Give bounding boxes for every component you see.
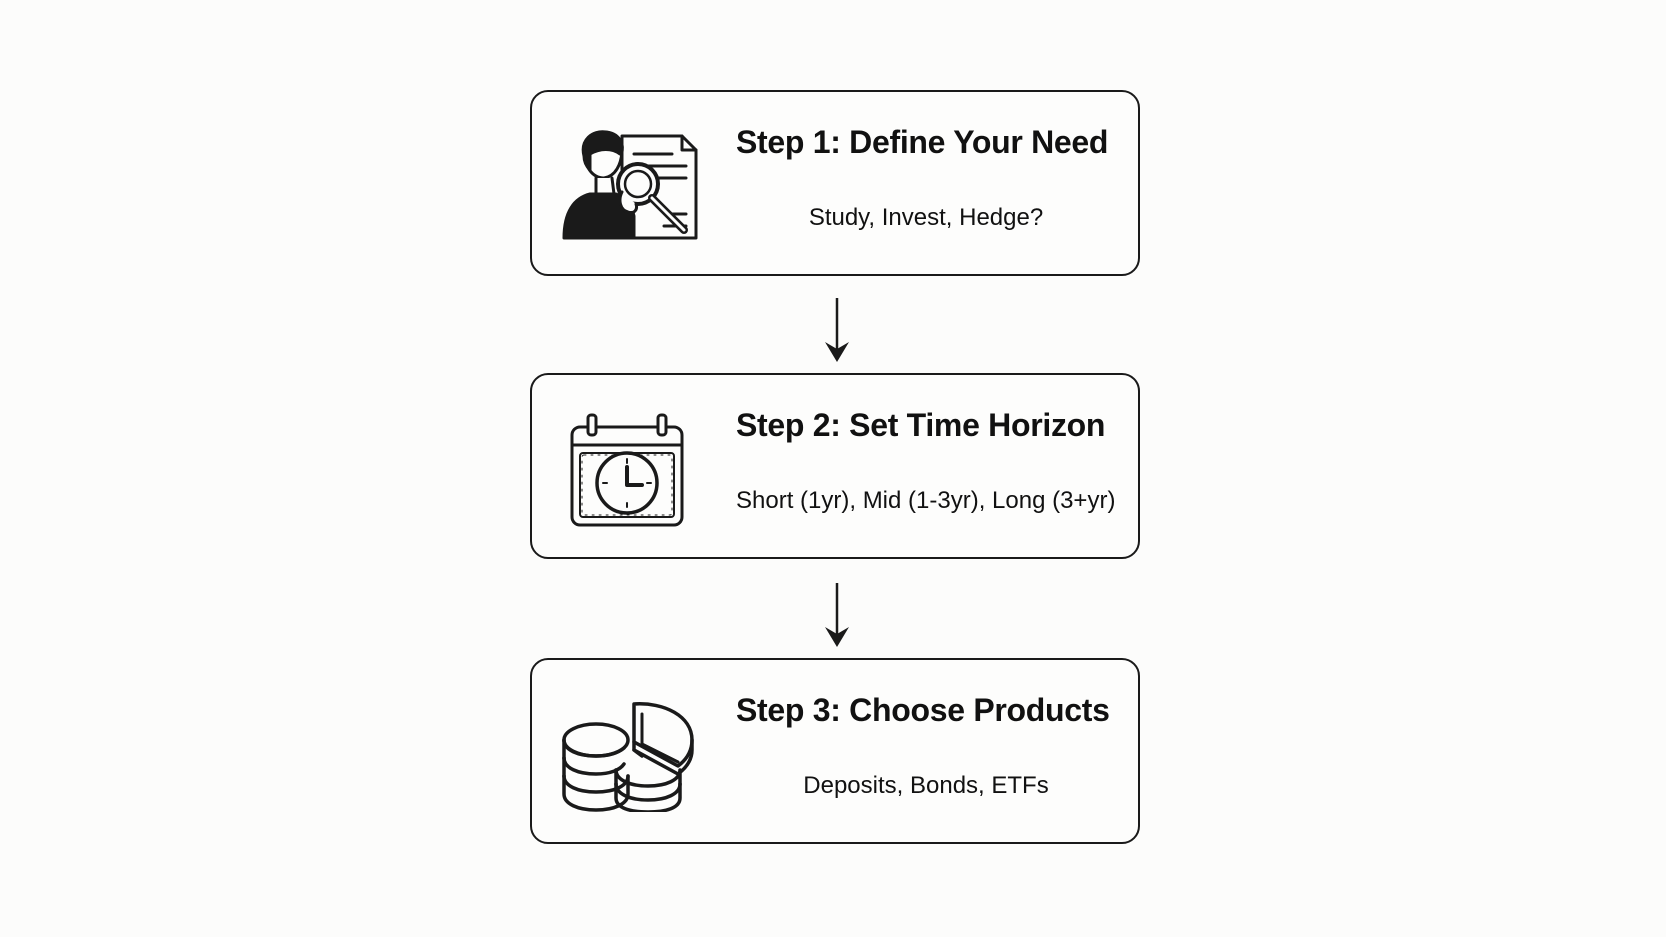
flow-arrow-2 [820,581,854,651]
flow-arrow-1 [820,296,854,366]
step-2-box: Step 2: Set Time Horizon Short (1yr), Mi… [530,373,1140,559]
step-3-description: Deposits, Bonds, ETFs [803,772,1049,799]
step-3-box: Step 3: Choose Products Deposits, Bonds,… [530,658,1140,844]
step-2-description: Short (1yr), Mid (1-3yr), Long (3+yr) [736,487,1116,514]
person-document-magnifier-icon [560,130,700,244]
calendar-clock-icon [560,413,700,527]
step-1-description: Study, Invest, Hedge? [808,204,1044,231]
coins-pie-chart-icon [560,698,700,812]
step-2-title: Step 2: Set Time Horizon [736,407,1106,443]
step-1-box: Step 1: Define Your Need Study, Invest, … [530,90,1140,276]
step-3-title: Step 3: Choose Products [736,692,1110,728]
step-1-title: Step 1: Define Your Need [736,124,1109,160]
